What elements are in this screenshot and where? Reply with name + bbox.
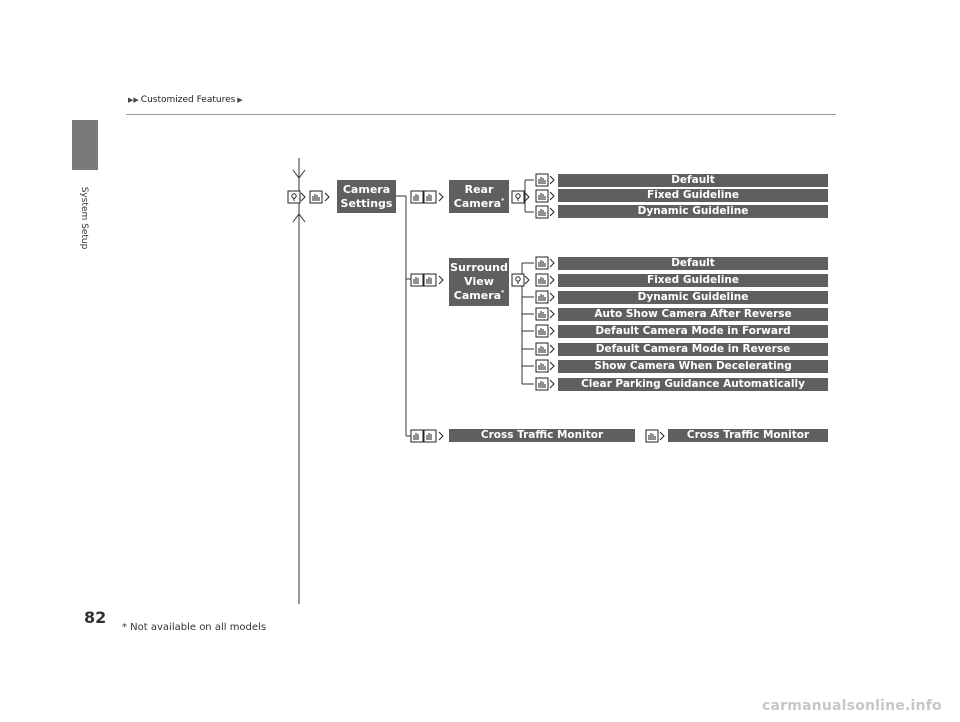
rear-camera-node[interactable]: Rear Camera* [449,180,509,213]
option-label: Default Camera Mode in Reverse [595,342,791,355]
surround-option-auto-show[interactable]: Auto Show Camera After Reverse [558,308,828,321]
surround-option-clear-guidance[interactable]: Clear Parking Guidance Automatically [558,378,828,391]
breadcrumb-arrow-icon: ▶▶ [128,96,139,104]
double-touch-icon [410,273,444,287]
home-button-icon [287,190,306,204]
cross-traffic-monitor-node[interactable]: Cross Traffic Monitor [449,429,635,442]
cross-traffic-label: Cross Traffic Monitor [480,428,604,441]
touch-select-icon [535,342,555,356]
touch-select-icon [535,273,555,287]
surround-label-3-wrap: Camera* [454,289,504,303]
availability-mark: * [501,289,505,297]
surround-option-show-decelerating[interactable]: Show Camera When Decelerating [558,360,828,373]
camera-settings-node[interactable]: Camera Settings [337,180,396,213]
surround-view-camera-node[interactable]: Surround View Camera* [449,258,509,306]
rear-camera-label-1: Rear [464,182,494,196]
home-button-icon [511,273,530,287]
option-label: Dynamic Guideline [637,290,749,303]
breadcrumb-arrow-icon: ▶ [237,96,243,104]
camera-settings-label: Camera Settings [340,182,393,210]
surround-option-dynamic-guideline[interactable]: Dynamic Guideline [558,291,828,304]
rear-camera-label-2: Camera [453,196,502,210]
section-tab [72,120,98,170]
page-number: 82 [84,608,107,627]
availability-mark: * [501,196,505,204]
breadcrumb-item[interactable]: Customized Features [140,95,236,105]
breadcrumb: ▶▶ Customized Features ▶ [126,95,245,105]
touch-select-icon [535,189,555,203]
option-label: Auto Show Camera After Reverse [594,307,792,320]
footnote: * Not available on all models [122,622,267,633]
touch-select-icon [645,429,665,443]
rear-option-dynamic-guideline[interactable]: Dynamic Guideline [558,205,828,218]
surround-label-3: Camera [453,288,502,302]
option-label: Fixed Guideline [647,188,739,201]
surround-option-mode-forward[interactable]: Default Camera Mode in Forward [558,325,828,338]
option-label: Show Camera When Decelerating [594,359,792,372]
cross-traffic-option-label: Cross Traffic Monitor [686,428,810,441]
touch-select-icon [535,307,555,321]
double-touch-icon [410,429,444,443]
touch-select-icon [309,190,330,204]
double-touch-icon [410,190,444,204]
option-label: Dynamic Guideline [637,204,749,217]
home-button-icon [511,190,530,204]
option-label: Default Camera Mode in Forward [595,324,791,337]
rear-camera-label-2-wrap: Camera* [454,197,504,211]
option-label: Fixed Guideline [647,273,739,286]
surround-option-fixed-guideline[interactable]: Fixed Guideline [558,274,828,287]
surround-option-mode-reverse[interactable]: Default Camera Mode in Reverse [558,343,828,356]
touch-select-icon [535,290,555,304]
surround-option-default[interactable]: Default [558,257,828,270]
rear-option-fixed-guideline[interactable]: Fixed Guideline [558,189,828,202]
touch-select-icon [535,324,555,338]
surround-label-1: Surround [450,261,508,275]
surround-label-2: View [464,275,494,289]
cross-traffic-monitor-option[interactable]: Cross Traffic Monitor [668,429,828,442]
touch-select-icon [535,377,555,391]
option-label: Clear Parking Guidance Automatically [581,377,805,390]
option-label: Default [671,256,715,269]
rear-option-default[interactable]: Default [558,174,828,187]
touch-select-icon [535,173,555,187]
option-label: Default [671,173,715,186]
touch-select-icon [535,256,555,270]
watermark: carmanualsonline.info [762,698,942,714]
touch-select-icon [535,205,555,219]
header-divider [126,114,836,115]
touch-select-icon [535,359,555,373]
